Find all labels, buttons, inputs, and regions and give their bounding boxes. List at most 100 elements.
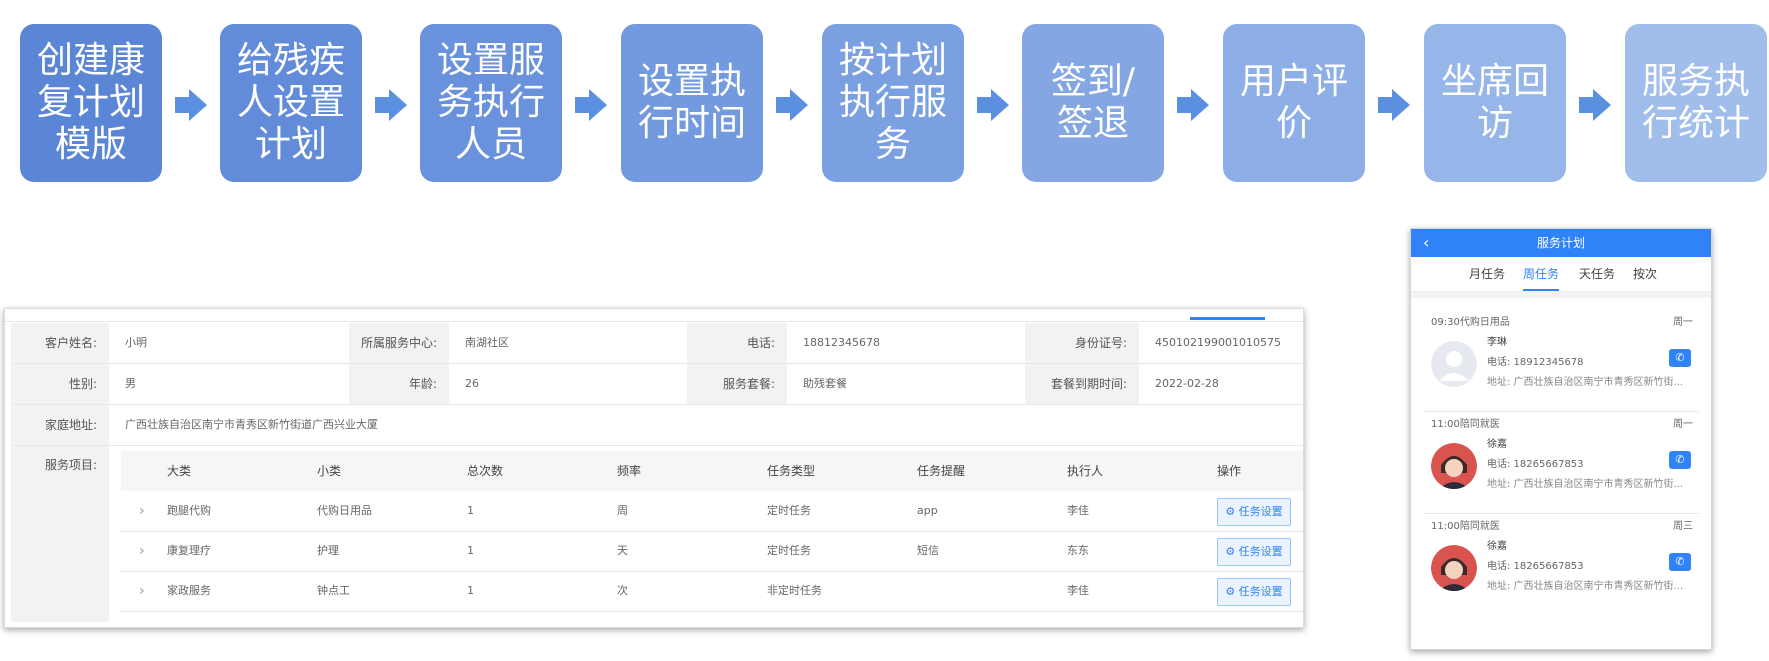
table-row: › 跑腿代购 代购日用品 1 周 定时任务 app 李佳 ⚙ 任务设置 [121,491,1303,532]
table-row: › 家政服务 钟点工 1 次 非定时任务 李佳 ⚙ 任务设置 [121,571,1303,612]
id-number-value: 450102199001010575 [1155,336,1281,349]
cell-category: 康复理疗 [167,544,211,557]
task-time: 11:00陪同就医 [1431,419,1500,430]
service-project-label: 服务项目: [11,446,109,622]
task-settings-button[interactable]: ⚙ 任务设置 [1217,498,1291,526]
package-value: 助残套餐 [803,377,847,390]
info-row-3: 家庭地址: 广西壮族自治区南宁市青秀区新竹街道广西兴业大厦 [11,405,1311,445]
task-person-name: 徐嘉 [1487,439,1507,450]
gender-value: 男 [125,377,136,390]
flow-step-2: 给残疾 人设置 计划 [220,24,362,182]
phone-call-icon[interactable]: ✆ [1669,553,1691,571]
task-address: 地址: 广西壮族自治区南宁市青秀区新竹街... [1487,479,1684,490]
task-card[interactable]: 11:00陪同就医 周一 徐嘉 电话: 18265667853 地址: 广西壮族… [1425,415,1699,525]
customer-detail-panel: 客户姓名: 小明 所属服务中心: 南湖社区 电话: 18812345678 身份… [4,308,1305,628]
cell-task-remind: 短信 [917,544,939,557]
cell-subcategory: 代购日用品 [317,504,372,517]
tab-strip [5,309,1303,322]
flow-step-4: 设置执 行时间 [621,24,763,182]
customer-name-value: 小明 [125,336,147,349]
service-center-value: 南湖社区 [465,336,509,349]
expand-chevron-icon[interactable]: › [139,503,145,519]
task-address: 地址: 广西壮族自治区南宁市青秀区新竹街... [1487,377,1684,388]
avatar-placeholder-icon [1431,341,1477,387]
cell-category: 跑腿代购 [167,504,211,517]
avatar-person-icon [1431,443,1477,489]
col-task-type: 任务类型 [767,464,816,478]
phone-call-icon[interactable]: ✆ [1669,451,1691,469]
phone-value: 18812345678 [803,336,880,349]
info-row-1: 客户姓名: 小明 所属服务中心: 南湖社区 电话: 18812345678 身份… [11,323,1311,363]
cell-subcategory: 钟点工 [317,584,350,597]
col-executor: 执行人 [1067,464,1104,478]
cell-task-type: 定时任务 [767,544,811,557]
cell-count: 1 [467,584,474,597]
col-frequency: 频率 [617,464,642,478]
expand-chevron-icon[interactable]: › [139,543,145,559]
age-value: 26 [465,377,479,390]
process-flow: 创建康 复计划 模版 给残疾 人设置 计划 设置服 务执行 人员 设置执 行时间… [0,0,1769,190]
flow-step-3: 设置服 务执行 人员 [420,24,562,182]
col-total-count: 总次数 [467,464,504,478]
task-person-name: 李琳 [1487,337,1507,348]
task-card[interactable]: 11:00陪同就医 周三 徐嘉 电话: 18265667853 地址: 广西壮族… [1425,517,1699,627]
address-label: 家庭地址: [11,405,109,445]
gender-label: 性别: [11,364,109,404]
task-weekday: 周三 [1673,521,1693,532]
package-expire-value: 2022-02-28 [1155,377,1219,390]
task-phone: 电话: 18912345678 [1487,357,1584,368]
tab-per-visit[interactable]: 按次 [1633,267,1658,281]
customer-name-label: 客户姓名: [11,323,109,363]
cell-executor: 李佳 [1067,504,1089,517]
task-settings-label: 任务设置 [1238,505,1283,518]
flow-step-5: 按计划 执行服 务 [822,24,964,182]
col-subcategory: 小类 [317,464,342,478]
address-value: 广西壮族自治区南宁市青秀区新竹街道广西兴业大厦 [125,418,378,431]
task-settings-button[interactable]: ⚙ 任务设置 [1217,538,1291,566]
task-card[interactable]: 09:30代购日用品 周一 李琳 电话: 18912345678 地址: 广西壮… [1425,313,1699,423]
task-settings-label: 任务设置 [1238,585,1283,598]
tab-daily[interactable]: 天任务 [1579,267,1616,281]
cell-executor: 李佳 [1067,584,1089,597]
mobile-tabs: 月任务 周任务 天任务 按次 [1411,257,1711,292]
phone-label: 电话: [687,323,787,363]
tab-weekly[interactable]: 周任务 [1523,257,1560,291]
mobile-title: 服务计划 [1536,236,1585,250]
flow-step-6: 签到/ 签退 [1022,24,1164,182]
task-phone: 电话: 18265667853 [1487,561,1584,572]
cell-task-remind: app [917,504,938,517]
expand-chevron-icon[interactable]: › [139,583,145,599]
task-settings-button[interactable]: ⚙ 任务设置 [1217,578,1291,606]
table-header: 大类 小类 总次数 频率 任务类型 任务提醒 执行人 操作 [121,451,1303,491]
flow-step-8: 坐席回 访 [1424,24,1566,182]
task-time: 11:00陪同就医 [1431,521,1500,532]
cell-executor: 东东 [1067,544,1089,557]
tab-monthly[interactable]: 月任务 [1469,267,1506,281]
cell-frequency: 天 [617,544,628,557]
cell-count: 1 [467,544,474,557]
task-phone: 电话: 18265667853 [1487,459,1584,470]
task-person-name: 徐嘉 [1487,541,1507,552]
info-row-2: 性别: 男 年龄: 26 服务套餐: 助残套餐 套餐到期时间: 2022-02-… [11,364,1311,404]
flow-step-1: 创建康 复计划 模版 [20,24,162,182]
package-expire-label: 套餐到期时间: [1025,364,1139,404]
table-row: › 康复理疗 护理 1 天 定时任务 短信 东东 ⚙ 任务设置 [121,531,1303,572]
cell-category: 家政服务 [167,584,211,597]
id-number-label: 身份证号: [1025,323,1139,363]
active-tab-indicator [1190,317,1265,320]
avatar-person-icon [1431,545,1477,591]
col-action: 操作 [1217,464,1242,478]
task-settings-label: 任务设置 [1238,545,1283,558]
task-address: 地址: 广西壮族自治区南宁市青秀区新竹街... [1487,581,1684,592]
back-arrow-icon[interactable]: ‹ [1423,233,1430,252]
flow-step-9: 服务执 行统计 [1625,24,1767,182]
cell-count: 1 [467,504,474,517]
phone-call-icon[interactable]: ✆ [1669,349,1691,367]
cell-frequency: 次 [617,584,628,597]
mobile-service-plan: ‹ 服务计划 月任务 周任务 天任务 按次 09:30代购日用品 周一 李琳 电… [1410,228,1712,650]
package-label: 服务套餐: [687,364,787,404]
age-label: 年龄: [349,364,449,404]
task-weekday: 周一 [1673,317,1693,328]
flow-step-7: 用户评 价 [1223,24,1365,182]
service-center-label: 所属服务中心: [349,323,449,363]
